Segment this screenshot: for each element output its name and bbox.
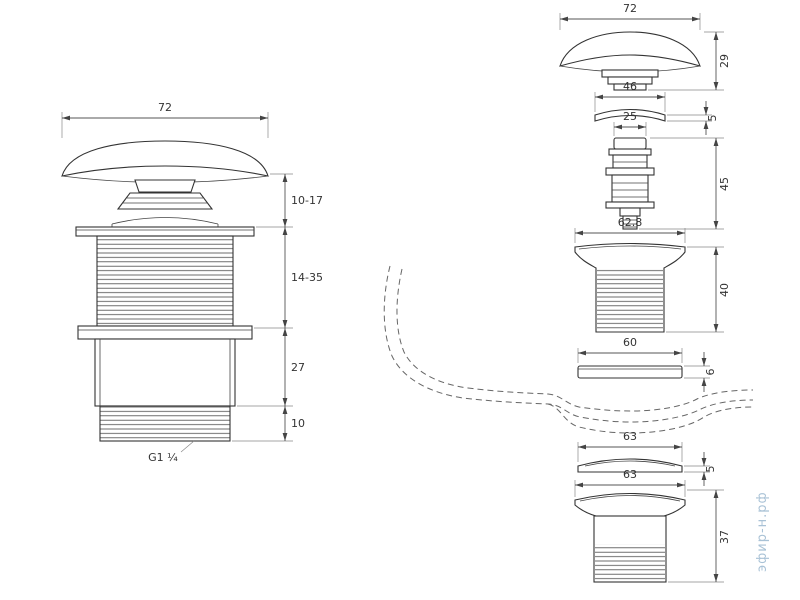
sink-inner-contour: [396, 268, 754, 412]
funnel-body: [574, 242, 686, 333]
dim-label-valve-width: 25: [623, 110, 637, 123]
dim-label-washer-width: 60: [623, 336, 637, 349]
exploded-cap: [559, 31, 701, 91]
dim-ring-width: 63: [577, 430, 683, 462]
dim-label-tail-height: 37: [718, 530, 731, 544]
sink-cross-section: [383, 265, 754, 434]
dim-seal-height: 5: [667, 101, 719, 135]
exploded-cap-dome: [559, 31, 701, 67]
thread-spec-label: G1 ¼: [148, 451, 178, 464]
dim-valve-height: 45: [639, 137, 731, 230]
lower-plate: [77, 325, 253, 340]
cap-dome: [61, 140, 269, 177]
plunger-stem: [134, 179, 196, 193]
watermark-text: эфир-н.рф: [755, 491, 770, 572]
dim-assembled-width: 72: [61, 101, 269, 138]
assembled-view: 72 10-17 14-35 27 10 G1 ¼: [61, 101, 323, 464]
dim-label-ring-height: 5: [704, 466, 717, 473]
dim-cap-height: 29: [648, 31, 731, 91]
plunger-seat: [116, 192, 214, 210]
sink-outer-contour: [383, 265, 754, 423]
dim-label-cap-width: 72: [623, 2, 637, 15]
dim-cap-width: 72: [559, 2, 701, 30]
dim-label-body-width: 62.8: [618, 216, 643, 229]
dim-label-cap-height-exploded: 29: [718, 54, 731, 68]
dim-body-height: 40: [666, 246, 731, 333]
dim-tail-height: 37: [668, 489, 731, 583]
seal-ring: [594, 109, 666, 122]
lock-ring: [577, 458, 683, 473]
dim-label-cap-height: 10-17: [291, 194, 323, 207]
dim-label-seal-height: 5: [706, 115, 719, 122]
dim-washer-width: 60: [577, 336, 683, 363]
threaded-tail: [99, 405, 231, 442]
flange-plate: [75, 226, 255, 237]
dim-label-washer-height: 6: [704, 369, 717, 376]
threaded-body: [96, 235, 234, 327]
dim-label-tail-width: 63: [623, 468, 637, 481]
dim-valve-width: 25: [613, 110, 647, 136]
dim-label-width: 72: [158, 101, 172, 114]
dim-label-body-height: 40: [718, 283, 731, 297]
dim-seal-width: 46: [594, 80, 666, 112]
dim-label-seal-width: 46: [623, 80, 637, 93]
dim-tail-width: 63: [574, 468, 686, 497]
dim-label-body-height: 27: [291, 361, 305, 374]
washer: [577, 365, 683, 379]
exploded-view: 72 29 46 5: [559, 2, 731, 583]
dim-body-width: 62.8: [574, 216, 686, 243]
tailpiece: [574, 493, 686, 583]
dim-washer-height: 6: [684, 352, 717, 392]
lower-body: [94, 338, 236, 407]
dim-chain: 10-17 14-35 27 10: [232, 173, 323, 442]
dim-label-tail-height: 10: [291, 417, 305, 430]
thread-spec: G1 ¼: [148, 440, 195, 464]
dim-label-valve-height: 45: [718, 177, 731, 191]
dim-ring-height: 5: [684, 452, 717, 486]
valve-mechanism: [605, 137, 655, 230]
dim-label-ring-width: 63: [623, 430, 637, 443]
waste-top-dish: [111, 217, 219, 227]
dim-label-thread-length: 14-35: [291, 271, 323, 284]
sink-lower-contour: [547, 403, 754, 434]
